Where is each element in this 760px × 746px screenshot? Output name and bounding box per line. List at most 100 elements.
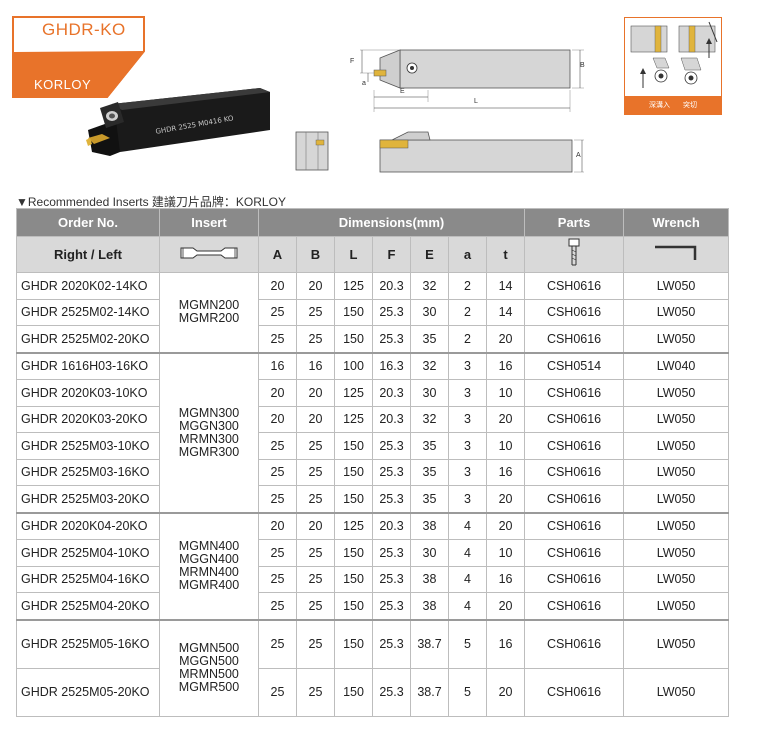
dim-t-cell: 10 [485,432,526,460]
dim-e-cell: 35 [410,325,449,353]
parts-cell: CSH0616 [524,539,625,567]
dim-l-cell: 150 [334,592,373,620]
wrench-cell: LW050 [623,298,730,326]
dim-l-cell: 125 [334,511,373,540]
dim-b-cell: 25 [296,458,335,486]
end-view-drawing [295,131,329,171]
subheader-dim-t: t [485,236,526,273]
dim-label-f: F [350,58,355,65]
dim-t-cell: 20 [485,325,526,353]
dim-e-cell: 38 [410,565,449,593]
dim-b-cell: 25 [296,618,335,669]
subheader-wrench-icon-cell [623,236,730,273]
dim-t-cell: 16 [485,565,526,593]
dim-f-cell: 25.3 [372,592,411,620]
dim-a-small-cell: 3 [448,405,487,433]
parts-cell: CSH0616 [524,325,625,353]
dim-t-cell: 14 [485,272,526,300]
order-no-cell: GHDR 2525M02-14KO [16,298,160,326]
parts-cell: CSH0616 [524,405,625,433]
header-wrench: Wrench [623,208,730,237]
insert-code: MGGN300 [179,418,239,433]
caption-cut-off: 突切 [683,102,697,109]
subheader-dim-f: F [372,236,411,273]
dim-a-cell: 20 [258,272,297,300]
dim-label-e: E [400,88,405,95]
order-no-cell: GHDR 2020K03-20KO [16,405,160,433]
screw-icon [568,238,580,266]
dim-f-cell: 25.3 [372,325,411,353]
dim-label-l: L [474,98,478,105]
dim-a-cell: 25 [258,325,297,353]
order-no-cell: GHDR 2525M03-10KO [16,432,160,460]
dim-f-cell: 25.3 [372,667,411,717]
application-caption: 深溝入 突切 [625,96,721,114]
dim-f-cell: 25.3 [372,485,411,513]
dim-a-cell: 20 [258,511,297,540]
dim-a-small-cell: 4 [448,511,487,540]
wrench-cell: LW050 [623,618,730,669]
dim-a-cell: 25 [258,485,297,513]
insert-code: MGMR500 [178,680,240,694]
dim-l-cell: 150 [334,618,373,669]
dim-f-cell: 20.3 [372,511,411,540]
dim-l-cell: 150 [334,432,373,460]
dim-t-cell: 10 [485,379,526,407]
wrench-cell: LW050 [623,667,730,717]
wrench-cell: LW040 [623,351,730,380]
dim-a-cell: 25 [258,539,297,567]
dim-f-cell: 25.3 [372,565,411,593]
wrench-cell: LW050 [623,405,730,433]
grooving-diagram [630,21,718,88]
insert-code: MGMN300 [178,405,240,420]
brand-model: GHDR-KO [42,20,126,39]
order-no-cell: GHDR 2525M04-10KO [16,539,160,567]
dim-f-cell: 25.3 [372,458,411,486]
dim-b-cell: 25 [296,485,335,513]
dim-b-cell: 20 [296,379,335,407]
dim-l-cell: 150 [334,539,373,567]
dim-t-cell: 16 [485,351,526,380]
order-no-cell: GHDR 2525M03-20KO [16,485,160,513]
parts-cell: CSH0616 [524,511,625,540]
order-no-cell: GHDR 2020K04-20KO [16,511,160,540]
side-view-drawing [360,49,584,112]
insert-code: MGMN400 [178,539,240,553]
insert-code: MRMN400 [179,565,239,579]
dim-f-cell: 20.3 [372,272,411,300]
insert-code: MGGN400 [179,552,239,566]
dim-a-cell: 25 [258,298,297,326]
parts-cell: CSH0514 [524,351,625,380]
subheader-insert-icon-cell [159,236,259,273]
dim-l-cell: 125 [334,405,373,433]
subheader-dim-b: B [296,236,335,273]
subheader-parts-icon-cell [524,236,625,273]
dim-a-small-cell: 3 [448,458,487,486]
dim-f-cell: 25.3 [372,618,411,669]
wrench-cell: LW050 [623,539,730,567]
dim-a-cell: 20 [258,379,297,407]
dim-f-cell: 25.3 [372,539,411,567]
dim-l-cell: 150 [334,485,373,513]
parts-cell: CSH0616 [524,379,625,407]
insert-code: MGMN500 [178,641,240,655]
insert-code: MGMR300 [178,444,240,459]
dim-b-cell: 20 [296,272,335,300]
wrench-cell: LW050 [623,379,730,407]
wrench-cell: LW050 [623,592,730,620]
dim-e-cell: 35 [410,485,449,513]
parts-cell: CSH0616 [524,667,625,717]
header-insert: Insert [159,208,259,237]
dim-l-cell: 150 [334,325,373,353]
subheader-right-left: Right / Left [16,236,160,273]
wrench-cell: LW050 [623,511,730,540]
dim-a-cell: 25 [258,667,297,717]
